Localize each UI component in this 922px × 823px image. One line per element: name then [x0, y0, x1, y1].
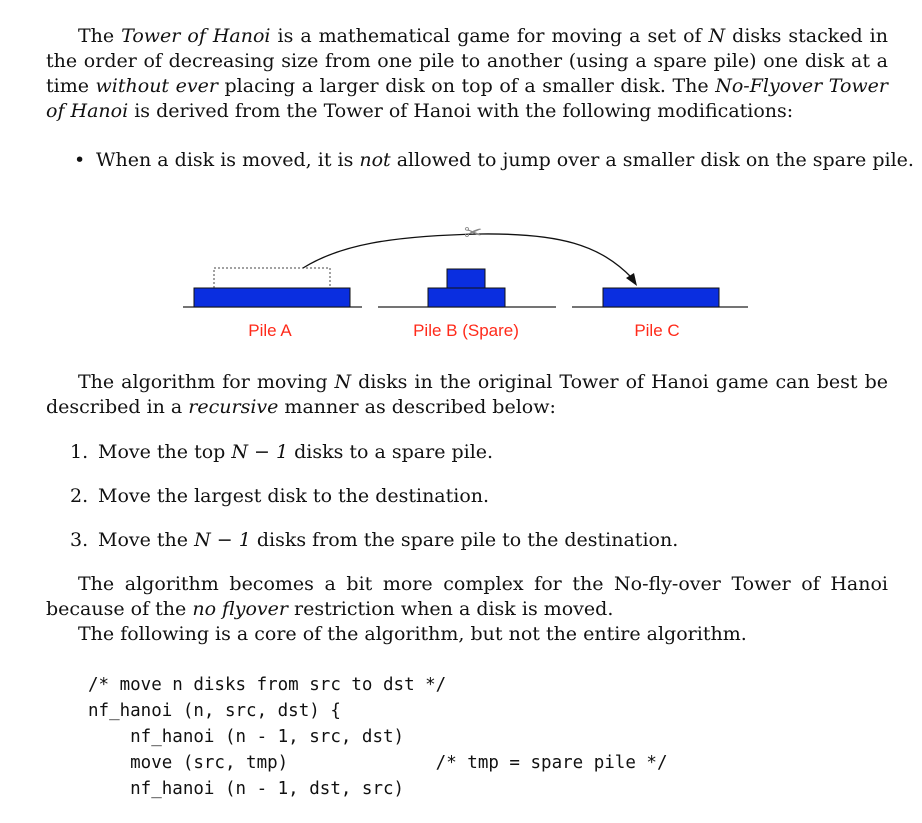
step-1: 1. Move the top N − 1 disks to a spare pi…: [70, 440, 493, 465]
emphasis-recursive: recursive: [188, 396, 279, 418]
hanoi-diagram: ✂ Pile A Pile B (Spare) Pile C: [183, 221, 748, 340]
disk-pile-a: [193, 287, 351, 308]
core-line: The following is a core of the algorithm…: [78, 623, 747, 645]
recursion-text: manner as described below:: [278, 396, 556, 418]
step-number: 3.: [70, 529, 89, 551]
code-line: nf_hanoi (n - 1, dst, src): [88, 779, 405, 799]
bullet-dot-icon: •: [74, 149, 86, 171]
step-2: 2. Move the largest disk to the destinati…: [70, 484, 489, 509]
intro-text: The: [78, 25, 122, 47]
complexity-text: restriction when a disk is moved.: [287, 598, 614, 620]
recursion-paragraph: The algorithm for moving N disks in the …: [46, 370, 888, 420]
step-text: Move the: [98, 529, 195, 551]
ghost-disk: [213, 267, 331, 289]
math-n: N: [334, 371, 352, 393]
step-3: 3. Move the N − 1 disks from the spare pi…: [70, 528, 678, 553]
math-n-minus-1: N − 1: [194, 529, 251, 551]
code-line: /* move n disks from src to dst */: [88, 675, 447, 695]
complexity-text: The algorithm becomes a bit more complex…: [46, 573, 888, 620]
bullet-text: When a disk is moved, it is not allowed …: [96, 148, 914, 173]
code-line: nf_hanoi (n - 1, src, dst): [88, 727, 405, 747]
math-n-minus-1: N − 1: [231, 441, 289, 463]
code-block: /* move n disks from src to dst */ nf_han…: [88, 672, 667, 802]
step-number: 2.: [70, 485, 89, 507]
pile-c-label: Pile C: [634, 321, 679, 340]
step-text: disks to a spare pile.: [288, 441, 494, 463]
bullet-text-part: allowed to jump over a smaller disk on t…: [390, 149, 914, 171]
step-number: 1.: [70, 441, 89, 463]
math-n: N: [708, 25, 726, 47]
step-text: disks from the spare pile to the destina…: [250, 529, 679, 551]
disk-pile-b-large: [427, 287, 506, 308]
bullet-text-part: When a disk is moved, it is: [96, 149, 360, 171]
pile-a-label: Pile A: [248, 321, 292, 340]
disk-pile-b-small: [446, 268, 486, 289]
term-tower-of-hanoi: Tower of Hanoi: [121, 25, 271, 47]
emphasis-not: not: [359, 149, 391, 171]
pile-b-label: Pile B (Spare): [413, 321, 519, 340]
emphasis-no-flyover: no flyover: [192, 598, 288, 620]
arrow-head-icon: [626, 273, 637, 286]
recursion-text: disks in the original Tower of Hanoi gam…: [46, 371, 888, 418]
code-line: nf_hanoi (n, src, dst) {: [88, 701, 341, 721]
emphasis-without-ever: without ever: [95, 75, 218, 97]
recursion-text: The algorithm for moving: [78, 371, 335, 393]
flyover-arrow: [302, 233, 633, 279]
intro-text: is derived from the Tower of Hanoi with …: [128, 100, 794, 122]
code-line: move (src, tmp) /* tmp = spare pile */: [88, 753, 668, 773]
intro-paragraph: The Tower of Hanoi is a mathematical gam…: [46, 24, 888, 124]
disk-pile-c: [602, 287, 720, 308]
step-text: Move the largest disk to the destination…: [98, 485, 490, 507]
step-text: Move the top: [98, 441, 232, 463]
scissors-icon: ✂: [464, 221, 482, 246]
term-no-flyover: No-Flyover Tower of Hanoi: [46, 75, 889, 122]
intro-text: disks stacked in the order of decreasing…: [46, 25, 888, 97]
intro-text: placing a larger disk on top of a smalle…: [217, 75, 716, 97]
complexity-paragraph: The algorithm becomes a bit more complex…: [46, 572, 888, 622]
intro-text: is a mathematical game for moving a set …: [270, 25, 709, 47]
